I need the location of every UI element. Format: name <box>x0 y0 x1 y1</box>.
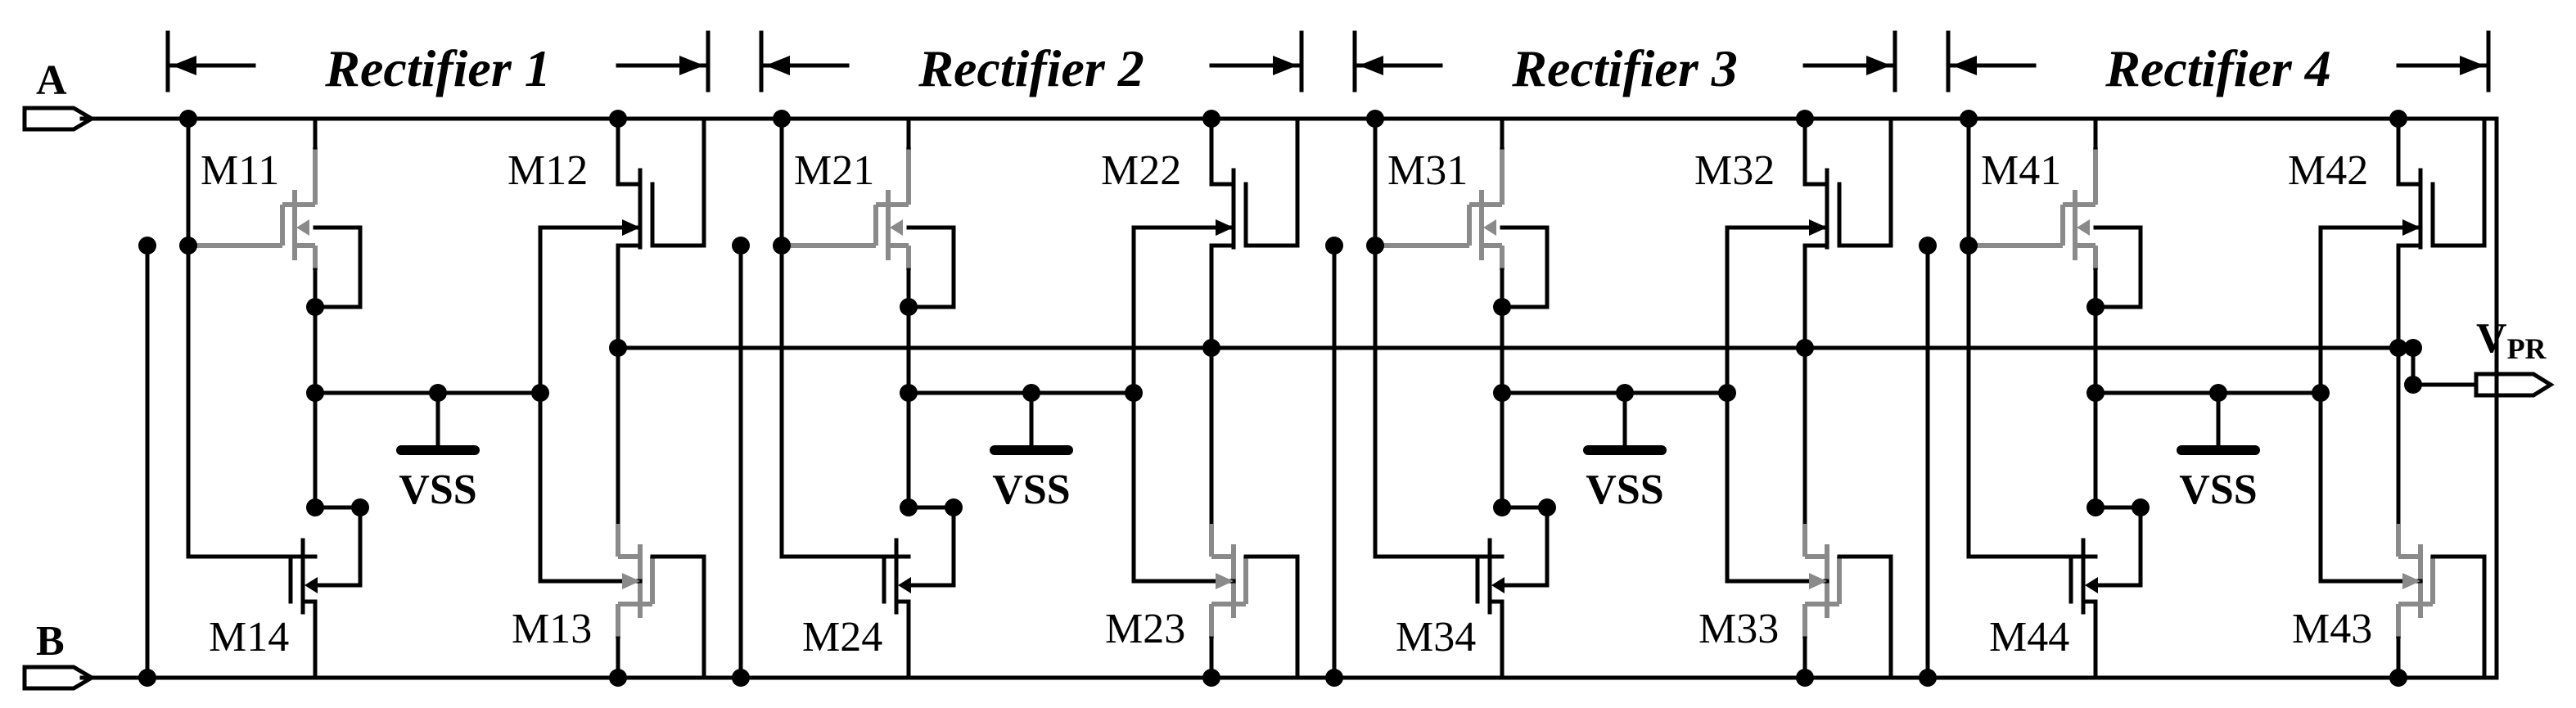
rectifier-3: Rectifier 3 M31 M32 M33 M34 VSS <box>1325 33 1895 687</box>
port-b: B <box>22 618 96 691</box>
rectifier-title: Rectifier 3 <box>1511 39 1737 97</box>
port-b-label: B <box>36 618 65 665</box>
port-vpr-label: VPR <box>2476 315 2547 365</box>
transistor-label: M22 <box>1101 147 1181 194</box>
transistor-label: M31 <box>1387 147 1468 194</box>
transistor-label: M42 <box>2288 147 2368 194</box>
output-node-dots <box>2404 339 2422 394</box>
transistor-label: M12 <box>508 147 588 194</box>
port-vpr-sub: PR <box>2507 332 2547 365</box>
rectifier-title: Rectifier 1 <box>324 39 550 97</box>
transistor-label: M14 <box>209 614 289 661</box>
vss-label: VSS <box>1586 467 1663 513</box>
port-vpr-main: V <box>2476 315 2507 362</box>
transistor-label: M32 <box>1694 147 1775 194</box>
rectifier-2: Rectifier 2 M21 M22 M23 M24 VSS <box>732 33 1302 687</box>
vss-label: VSS <box>992 467 1070 513</box>
transistor-label: M43 <box>2292 606 2372 652</box>
port-b-arrow <box>22 665 96 691</box>
port-vpr: VPR <box>2474 315 2555 398</box>
transistor-label: M41 <box>1981 147 2061 194</box>
transistor-label: M44 <box>1989 614 2069 661</box>
port-a: A <box>22 57 96 132</box>
transistor-label: M21 <box>794 147 874 194</box>
rectifier-title: Rectifier 4 <box>2105 39 2330 97</box>
transistor-label: M34 <box>1396 614 1476 661</box>
vss-label: VSS <box>2179 467 2257 513</box>
rectifier-title: Rectifier 2 <box>918 39 1144 97</box>
transistor-label: M11 <box>201 147 279 194</box>
vss-label: VSS <box>399 467 476 513</box>
port-a-arrow <box>22 106 96 132</box>
rectifier-1: Rectifier 1 M11 M12 M13 M14 VSS <box>138 33 708 687</box>
transistor-label: M23 <box>1105 606 1185 652</box>
transistor-label: M13 <box>512 606 592 652</box>
transistor-label: M33 <box>1699 606 1779 652</box>
transistor-label: M24 <box>802 614 882 661</box>
port-a-label: A <box>36 57 67 104</box>
rectifier-4: Rectifier 4 M41 M42 M43 M44 VSS <box>1919 33 2488 687</box>
port-vpr-arrow <box>2474 372 2555 398</box>
